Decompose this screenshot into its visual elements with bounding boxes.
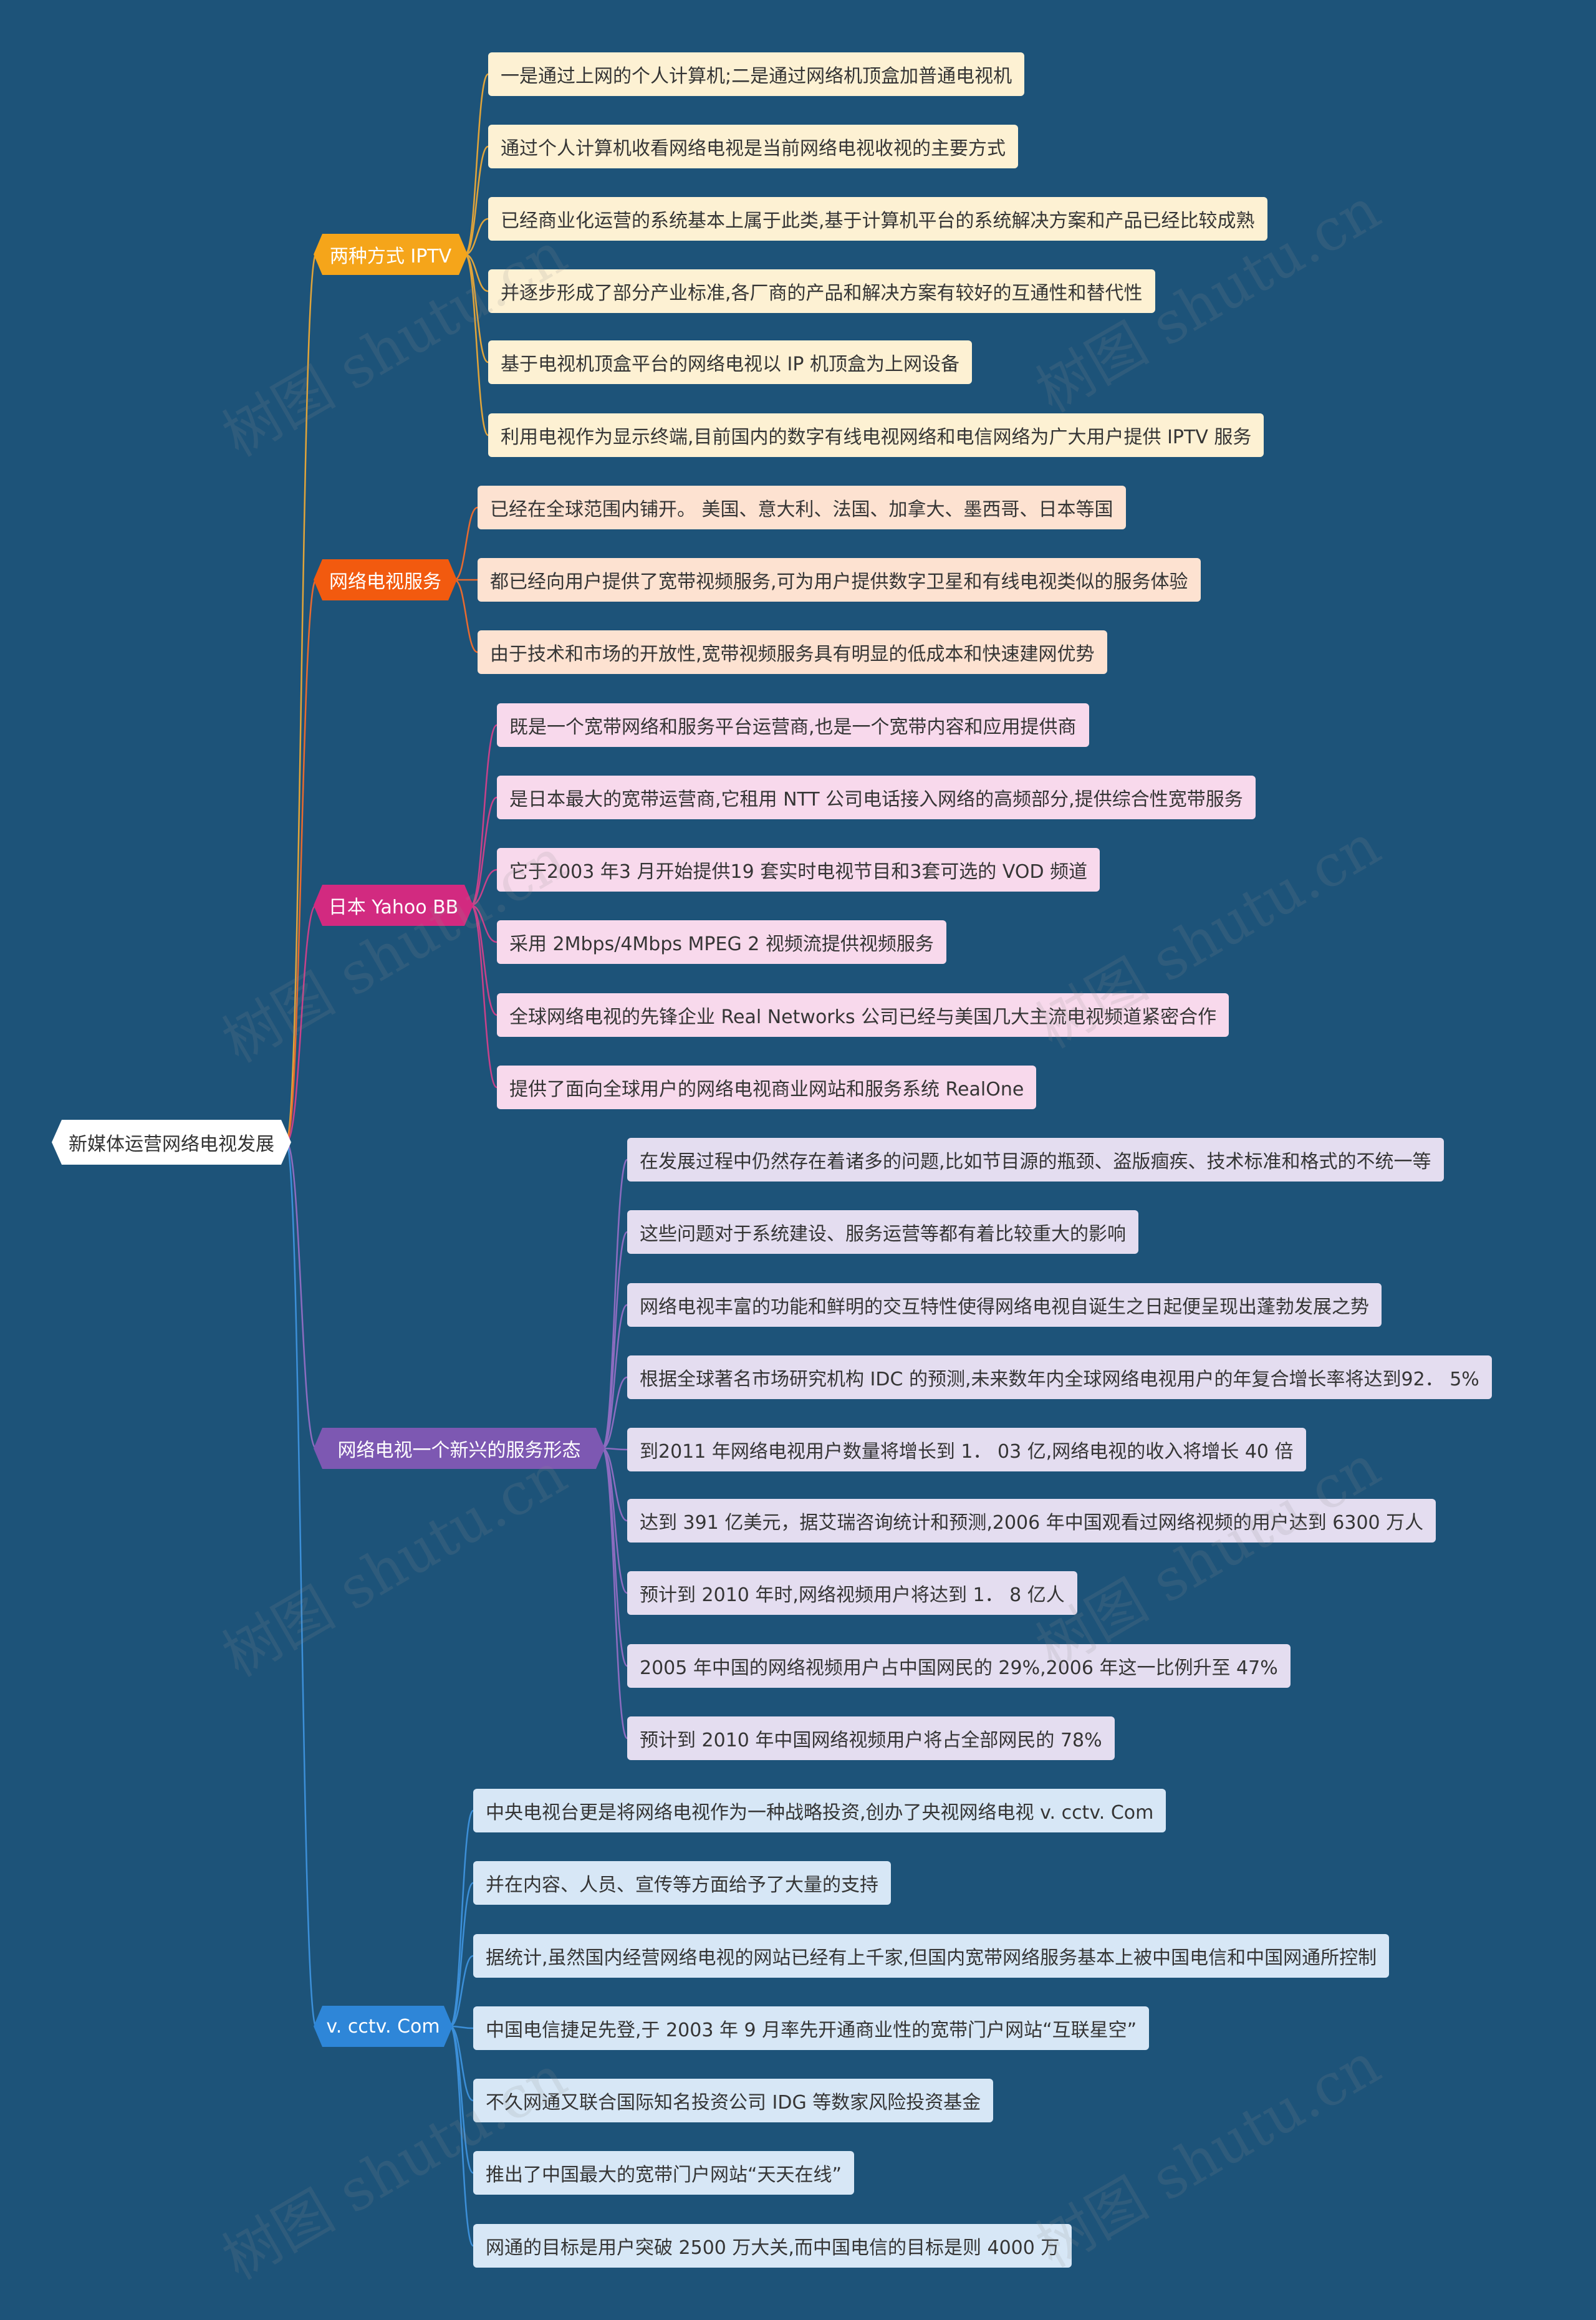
leaf-connector [470, 904, 498, 943]
leaf-connector [464, 253, 489, 292]
leaf-topic: 已经在全球范围内铺开。 美国、意大利、法国、加拿大、墨西哥、日本等国 [478, 486, 1126, 529]
leaf-connector [454, 506, 478, 581]
leaf-connector [470, 869, 498, 907]
leaf-topic: 一是通过上网的个人计算机;二是通过网络机顶盒加普通电视机 [488, 52, 1025, 96]
leaf-topic: 全球网络电视的先锋企业 Real Networks 公司已经与美国几大主流电视频… [497, 993, 1229, 1037]
leaf-topic: 提供了面向全球用户的网络电视商业网站和服务系统 RealOne [497, 1066, 1037, 1109]
leaf-topic: 网络电视丰富的功能和鲜明的交互特性使得网络电视自诞生之日起便呈现出蓬勃发展之势 [627, 1283, 1382, 1327]
leaf-topic: 在发展过程中仍然存在着诸多的问题,比如节目源的瓶颈、盗版痼疾、技术标准和格式的不… [627, 1138, 1444, 1182]
leaf-connector [601, 1231, 628, 1450]
leaf-topic: 中国电信捷足先登,于 2003 年 9 月率先开通商业性的宽带门户网站“互联星空… [473, 2006, 1150, 2050]
branch-topic-emerging-service-form: 网络电视一个新兴的服务形态 [314, 1428, 605, 1469]
leaf-connector [470, 796, 498, 907]
root-connector [285, 253, 317, 1143]
root-connector [285, 579, 317, 1143]
leaf-connector [470, 904, 498, 1016]
leaf-connector [470, 904, 498, 1089]
leaf-connector [602, 1376, 628, 1450]
leaf-topic: 到2011 年网络电视用户数量将增长到 1． 03 亿,网络电视的收入将增长 4… [627, 1428, 1306, 1471]
leaf-connector [602, 1447, 628, 1522]
leaf-topic: 利用电视作为显示终端,目前国内的数字有线电视网络和电信网络为广大用户提供 IPT… [488, 413, 1264, 457]
leaf-topic: 不久网通又联合国际知名投资公司 IDG 等数家风险投资基金 [473, 2079, 994, 2122]
leaf-topic: 根据全球著名市场研究机构 IDC 的预测,未来数年内全球网络电视用户的年复合增长… [627, 1355, 1492, 1399]
leaf-topic: 并逐步形成了部分产业标准,各厂商的产品和解决方案有较好的互通性和替代性 [488, 269, 1155, 313]
branch-topic-yahoo-bb: 日本 Yahoo BB [314, 885, 473, 926]
leaf-topic: 并在内容、人员、宣传等方面给予了大量的支持 [473, 1861, 891, 1905]
leaf-connector [602, 1304, 628, 1450]
leaf-connector [449, 1809, 474, 2028]
leaf-connector [454, 579, 478, 653]
leaf-connector [449, 1882, 474, 2028]
leaf-connector [449, 2025, 474, 2174]
leaf-topic: 推出了中国最大的宽带门户网站“天天在线” [473, 2151, 855, 2195]
leaf-topic: 2005 年中国的网络视频用户占中国网民的 29%,2006 年这一比例升至 4… [627, 1644, 1291, 1688]
leaf-connector [470, 724, 498, 907]
leaf-connector [449, 2025, 474, 2102]
branch-topic-network-tv-service: 网络电视服务 [314, 559, 457, 600]
leaf-topic: 由于技术和市场的开放性,宽带视频服务具有明显的低成本和快速建网优势 [478, 630, 1107, 674]
leaf-topic: 既是一个宽带网络和服务平台运营商,也是一个宽带内容和应用提供商 [497, 703, 1089, 747]
leaf-topic: 这些问题对于系统建设、服务运营等都有着比较重大的影响 [627, 1210, 1138, 1254]
leaf-topic: 采用 2Mbps/4Mbps MPEG 2 视频流提供视频服务 [497, 920, 946, 964]
leaf-topic: 中央电视台更是将网络电视作为一种战略投资,创办了央视网络电视 v. cctv. … [473, 1789, 1166, 1832]
leaf-topic: 通过个人计算机收看网络电视是当前网络电视收视的主要方式 [488, 125, 1018, 168]
leaf-topic: 预计到 2010 年时,网络视频用户将达到 1． 8 亿人 [627, 1571, 1077, 1615]
leaf-connector [464, 218, 489, 256]
leaf-connector [602, 1447, 628, 1451]
leaf-connector [602, 1447, 628, 1594]
branch-topic-two-ways-iptv: 两种方式 IPTV [314, 234, 468, 275]
leaf-topic: 基于电视机顶盒平台的网络电视以 IP 机顶盒为上网设备 [488, 340, 973, 384]
leaf-topic: 预计到 2010 年中国网络视频用户将占全部网民的 78% [627, 1716, 1115, 1760]
branch-topic-cctv: v. cctv. Com [314, 2006, 453, 2047]
leaf-connector [464, 253, 489, 363]
leaf-topic: 达到 391 亿美元，据艾瑞咨询统计和预测,2006 年中国观看过网络视频的用户… [627, 1499, 1436, 1543]
leaf-topic: 据统计,虽然国内经营网络电视的网站已经有上千家,但国内宽带网络服务基本上被中国电… [473, 1934, 1390, 1978]
leaf-connector [449, 2025, 474, 2247]
root-connector [285, 904, 317, 1143]
leaf-connector [464, 253, 489, 436]
leaf-topic: 它于2003 年3 月开始提供19 套实时电视节目和3套可选的 VOD 频道 [497, 848, 1100, 892]
leaf-topic: 网通的目标是用户突破 2500 万大关,而中国电信的目标是则 4000 万 [473, 2224, 1072, 2268]
leaf-connector [464, 145, 489, 256]
leaf-connector [464, 73, 489, 256]
root-topic: 新媒体运营网络电视发展 [52, 1120, 291, 1165]
leaf-topic: 已经商业化运营的系统基本上属于此类,基于计算机平台的系统解决方案和产品已经比较成… [488, 197, 1267, 241]
root-connector [285, 1141, 317, 2028]
leaf-connector [601, 1447, 628, 1740]
leaf-connector [449, 2025, 474, 2029]
leaf-topic: 是日本最大的宽带运营商,它租用 NTT 公司电话接入网络的高频部分,提供综合性宽… [497, 776, 1256, 819]
leaf-topic: 都已经向用户提供了宽带视频服务,可为用户提供数字卫星和有线电视类似的服务体验 [478, 558, 1201, 602]
leaf-connector [601, 1158, 628, 1450]
root-connector [285, 1141, 317, 1450]
leaf-connector [449, 1955, 474, 2028]
